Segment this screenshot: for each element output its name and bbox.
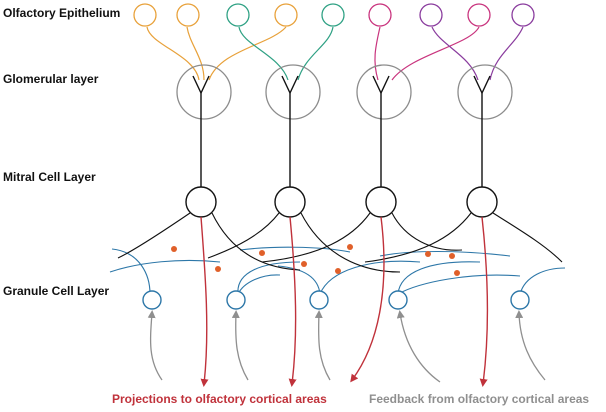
granule-dendrite — [237, 261, 301, 295]
receptor-axon-orange-1 — [146, 26, 200, 81]
glomerulus — [265, 64, 321, 120]
projection-axon — [288, 216, 297, 387]
synapse-dot — [215, 266, 221, 272]
receptor-axons — [146, 26, 524, 81]
granule-dendrite — [397, 261, 481, 295]
granule-dendrite — [397, 274, 521, 295]
feedback-fiber — [515, 310, 546, 381]
mitral-cell — [365, 186, 397, 218]
label-granule-cell-layer: Granule Cell Layer — [3, 284, 110, 298]
receptor-cell-green — [226, 3, 250, 27]
label-mitral-cell-layer: Mitral Cell Layer — [3, 170, 96, 184]
granule-cell — [510, 290, 530, 310]
mitral-tuft — [473, 75, 491, 95]
mitral-cell — [185, 186, 217, 218]
mitral-tuft — [372, 75, 390, 95]
lateral-dendrite — [364, 212, 472, 263]
caption-projections: Projections to olfactory cortical areas — [112, 392, 327, 406]
synapse-dot — [171, 246, 177, 252]
mitral-cell — [466, 186, 498, 218]
lateral-dendrite — [261, 212, 371, 263]
mitral-apical-dendrites — [192, 75, 491, 187]
receptor-axon-purple-2 — [489, 26, 524, 81]
receptor-cell-orange — [133, 3, 157, 27]
glomerulus — [356, 64, 412, 120]
receptor-axon-green-1 — [238, 26, 289, 81]
granule-cell — [226, 290, 246, 310]
lateral-dendrite — [300, 212, 401, 273]
label-glomerular-layer: Glomerular layer — [3, 72, 99, 86]
granule-cell — [388, 290, 408, 310]
receptor-axon-pink-1 — [374, 26, 381, 81]
receptor-axon-orange-3 — [208, 26, 287, 81]
glomerulus — [457, 64, 513, 120]
granule-dendrite — [277, 265, 321, 295]
projection-axon — [200, 216, 209, 387]
synapse-dot — [347, 244, 353, 250]
feedback-fiber — [231, 310, 249, 381]
receptor-cell-purple — [419, 3, 443, 27]
synapse-dot — [335, 268, 341, 274]
receptor-cells — [133, 3, 535, 27]
projection-axons — [200, 216, 489, 387]
feedback-fiber — [147, 310, 163, 381]
glomeruli — [176, 64, 513, 120]
granule-dendrite — [519, 267, 566, 295]
synapse-dot — [425, 251, 431, 257]
synapse-dot — [454, 270, 460, 276]
projection-axon — [350, 216, 385, 383]
granule-dendrite — [379, 250, 511, 257]
mitral-cells — [185, 186, 498, 218]
receptor-cell-orange — [176, 3, 200, 27]
granule-cell — [142, 290, 162, 310]
caption-feedback: Feedback from olfactory cortical areas — [369, 392, 590, 406]
receptor-axon-orange-2 — [186, 26, 205, 81]
label-olfactory-epithelium: Olfactory Epithelium — [3, 6, 121, 20]
projection-axon — [479, 216, 489, 387]
feedback-fiber — [396, 310, 441, 383]
glomerulus — [176, 64, 232, 120]
mitral-lateral-dendrites — [117, 212, 563, 273]
feedback-fibers — [147, 310, 546, 383]
mitral-cell — [274, 186, 306, 218]
synapse-dot — [259, 250, 265, 256]
receptor-axon-pink-2 — [391, 26, 480, 81]
granule-dendrite — [111, 248, 151, 295]
lateral-dendrite — [211, 212, 301, 271]
granule-dendrites — [109, 246, 566, 295]
lateral-dendrite — [492, 212, 563, 263]
receptor-cell-pink — [467, 3, 491, 27]
granule-cell — [309, 290, 329, 310]
synapses — [171, 244, 460, 276]
receptor-cell-pink — [368, 3, 392, 27]
lateral-dendrite — [207, 212, 280, 259]
synapse-dot — [449, 253, 455, 259]
lateral-dendrite — [391, 212, 463, 251]
granule-dendrite — [319, 260, 421, 295]
granule-dendrite — [109, 259, 221, 273]
lateral-dendrite — [117, 212, 191, 259]
granule-dendrite — [237, 274, 281, 295]
receptor-cell-green — [321, 3, 345, 27]
granule-cells — [142, 290, 530, 310]
receptor-axon-purple-1 — [431, 26, 479, 81]
granule-dendrite — [239, 246, 351, 253]
feedback-fiber — [314, 310, 331, 381]
receptor-cell-orange — [274, 3, 298, 27]
mitral-tuft — [192, 75, 210, 95]
receptor-axon-green-2 — [297, 26, 334, 81]
synapse-dot — [301, 261, 307, 267]
receptor-cell-purple — [511, 3, 535, 27]
mitral-tuft — [281, 75, 299, 95]
